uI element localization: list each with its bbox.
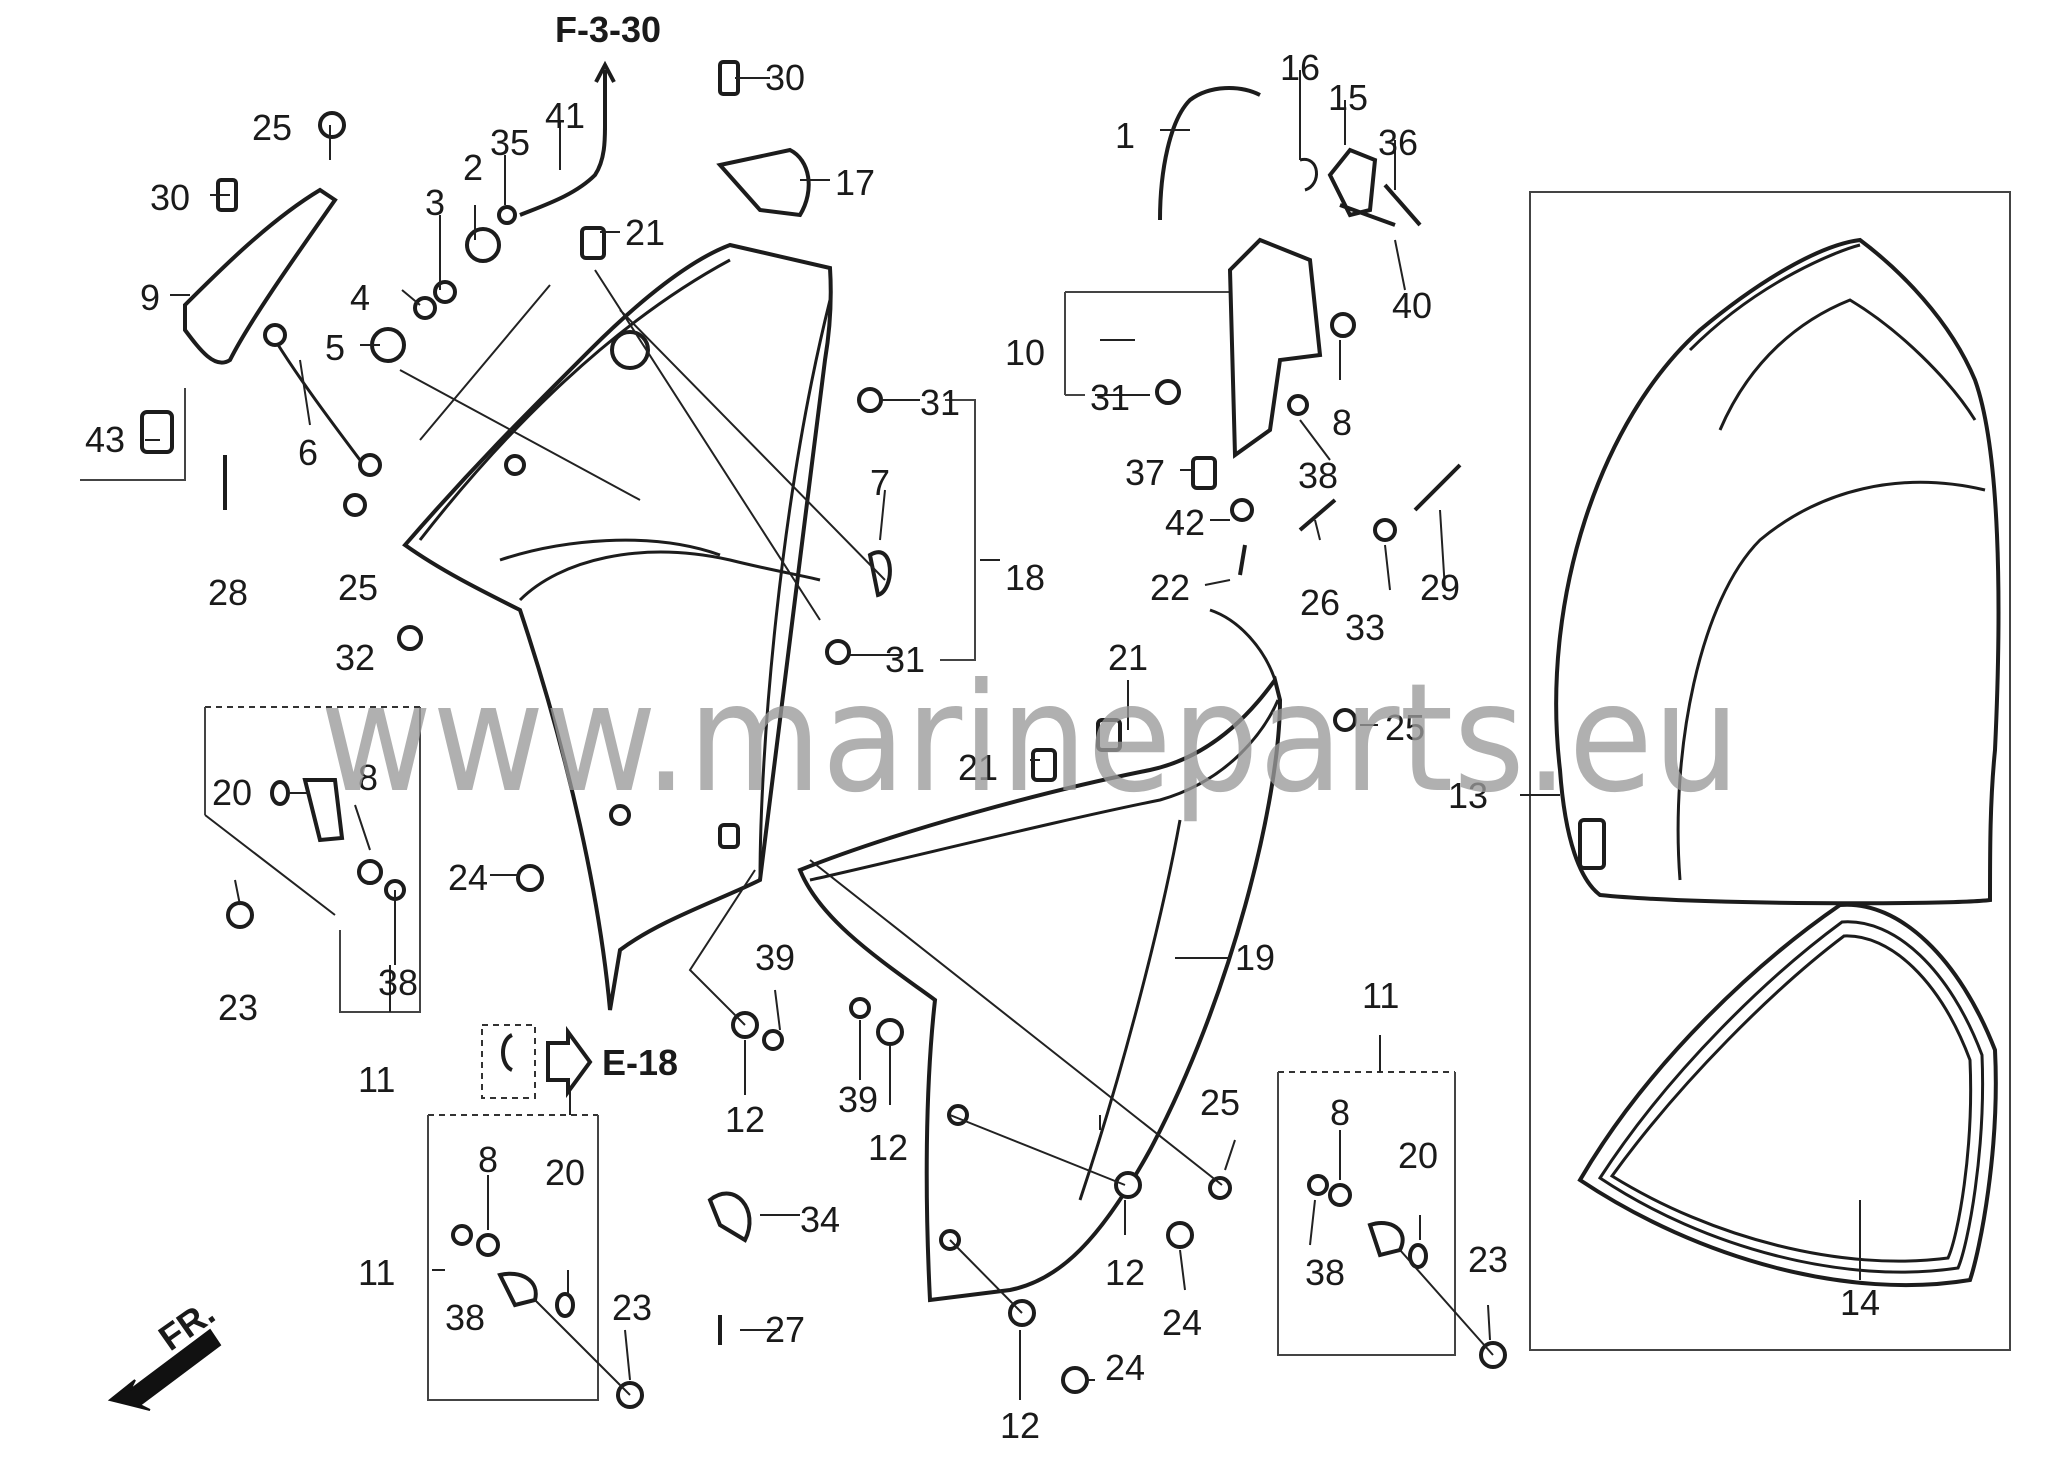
callout-31a: 31	[920, 382, 960, 423]
callout-32: 32	[335, 637, 375, 678]
callout-11a: 11	[358, 1059, 395, 1100]
callout-12a: 12	[725, 1099, 765, 1140]
callout-38a: 38	[1298, 455, 1338, 496]
front-arrow-icon	[107, 1328, 222, 1411]
ref-markers	[107, 60, 616, 1411]
box-11-right	[1277, 1072, 1456, 1356]
box-43	[80, 388, 186, 481]
callouts: 1 2 3 4 5 6 7 8 8 8 8 9 10 11 11 11 12 1…	[85, 47, 1880, 1446]
callout-36: 36	[1378, 122, 1418, 163]
callout-18: 18	[1005, 557, 1045, 598]
callout-9: 9	[140, 277, 160, 318]
callout-43: 43	[85, 419, 125, 460]
leader-lines	[145, 70, 1861, 1400]
callout-8b: 8	[358, 757, 378, 798]
callout-21b: 21	[1108, 637, 1148, 678]
callout-42: 42	[1165, 502, 1205, 543]
callout-8a: 8	[1332, 402, 1352, 443]
callout-33: 33	[1345, 607, 1385, 648]
callout-12b: 12	[868, 1127, 908, 1168]
callout-3: 3	[425, 182, 445, 223]
e18-ref-box	[481, 1024, 536, 1099]
callout-35: 35	[490, 122, 530, 163]
callout-23a: 23	[218, 987, 258, 1028]
bracket-18	[940, 399, 976, 661]
callout-28: 28	[208, 572, 248, 613]
callout-20b: 20	[545, 1152, 585, 1193]
callout-34: 34	[800, 1199, 840, 1240]
callout-21a: 21	[625, 212, 665, 253]
callout-6: 6	[298, 432, 318, 473]
callout-25d: 25	[1200, 1082, 1240, 1123]
callout-10: 10	[1005, 332, 1045, 373]
callout-31c: 31	[1090, 377, 1130, 418]
callout-29: 29	[1420, 567, 1460, 608]
box-11-left	[204, 707, 421, 1013]
callout-7: 7	[870, 462, 890, 503]
callout-25c: 25	[1385, 707, 1425, 748]
callout-39b: 39	[838, 1079, 878, 1120]
callout-11c: 11	[1362, 975, 1399, 1016]
callout-30a: 30	[150, 177, 190, 218]
callout-16: 16	[1280, 47, 1320, 88]
callout-8c: 8	[478, 1139, 498, 1180]
callout-20c: 20	[1398, 1135, 1438, 1176]
small-parts	[140, 60, 1507, 1409]
box-11-bottom	[427, 1115, 599, 1401]
callout-24b: 24	[1162, 1302, 1202, 1343]
clip-icon	[501, 1033, 514, 1072]
callout-37: 37	[1125, 452, 1165, 493]
callout-19: 19	[1235, 937, 1275, 978]
callout-17: 17	[835, 162, 875, 203]
up-arrow-icon	[594, 60, 616, 130]
ref-e-18: E-18	[602, 1042, 678, 1083]
callout-27: 27	[765, 1309, 805, 1350]
callout-1: 1	[1115, 115, 1135, 156]
top-cover	[1554, 237, 2001, 906]
callout-23c: 23	[1468, 1239, 1508, 1280]
callout-39a: 39	[755, 937, 795, 978]
bracket-10	[1064, 291, 1230, 396]
callout-26: 26	[1300, 582, 1340, 623]
callout-22: 22	[1150, 567, 1190, 608]
callout-25b: 25	[338, 567, 378, 608]
callout-12c: 12	[1105, 1252, 1145, 1293]
callout-12d: 12	[1000, 1405, 1040, 1446]
callout-15: 15	[1328, 77, 1368, 118]
callout-13: 13	[1448, 775, 1488, 816]
right-arrow-icon	[546, 1025, 593, 1099]
box-13-14	[1529, 191, 2011, 1351]
callout-38b: 38	[378, 962, 418, 1003]
callout-24c: 24	[1105, 1347, 1145, 1388]
callout-31b: 31	[885, 639, 925, 680]
callout-23b: 23	[612, 1287, 652, 1328]
callout-24a: 24	[448, 857, 488, 898]
callout-38c: 38	[445, 1297, 485, 1338]
callout-21c: 21	[958, 747, 998, 788]
callout-20a: 20	[212, 772, 252, 813]
callout-8d: 8	[1330, 1092, 1350, 1133]
callout-38d: 38	[1305, 1252, 1345, 1293]
callout-4: 4	[350, 277, 370, 318]
ref-f-3-30: F-3-30	[555, 9, 661, 50]
callout-41: 41	[545, 95, 585, 136]
callout-30b: 30	[765, 57, 805, 98]
callout-25a: 25	[252, 107, 292, 148]
callout-2: 2	[463, 147, 483, 188]
seal-14	[1577, 902, 1998, 1288]
callout-40: 40	[1392, 285, 1432, 326]
group-boxes	[80, 191, 2011, 1401]
callout-14: 14	[1840, 1282, 1880, 1323]
callout-11b: 11	[358, 1252, 395, 1293]
callout-5: 5	[325, 327, 345, 368]
watermark: www.marineparts.eu	[320, 652, 1740, 826]
